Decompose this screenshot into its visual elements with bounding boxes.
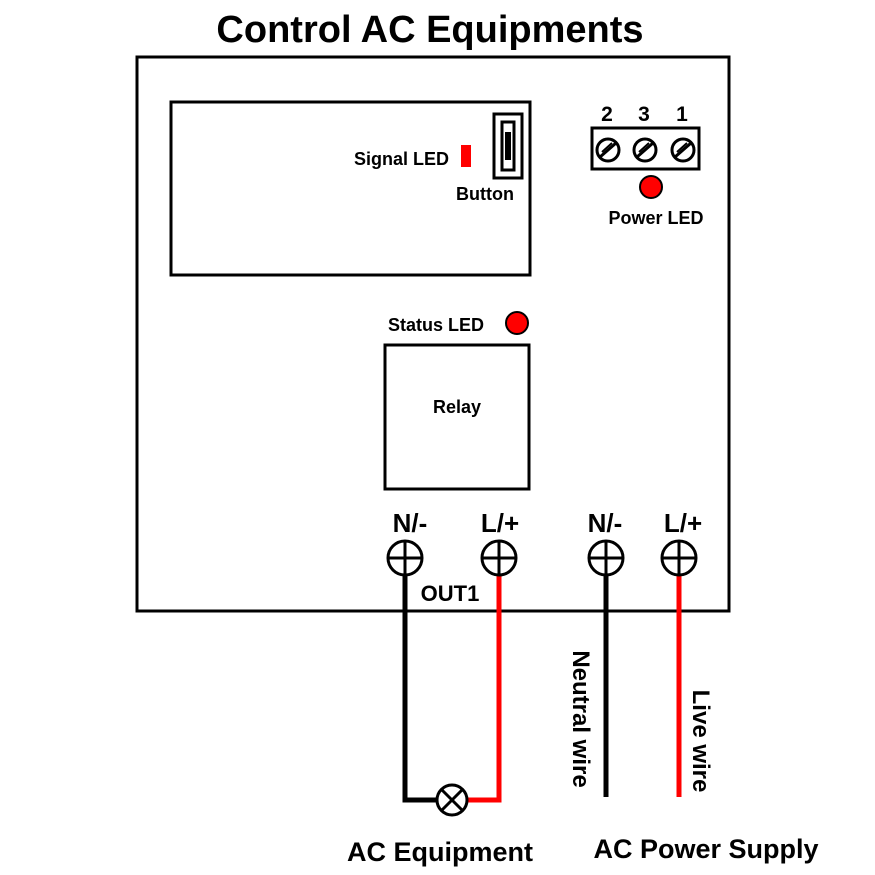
status-led [505,311,529,335]
output-neutral-label: N/- [393,508,428,538]
equipment-neutral-wire [402,566,437,803]
learn-button[interactable] [492,112,524,180]
diagram-title: Control AC Equipments [216,9,643,51]
live-wire-label: Live wire [687,690,714,793]
equipment-live-wire [467,566,502,803]
supply-neutral-label: N/- [588,508,623,538]
lamp-icon [435,783,469,817]
power-terminal-block [590,126,701,171]
status-led-label: Status LED [388,315,484,335]
signal-led-label: Signal LED [354,149,449,169]
controller-enclosure [135,55,731,613]
out1-label: OUT1 [421,581,480,606]
supply-live-terminal [660,539,698,577]
output-live-terminal [480,539,518,577]
ac-equipment-label: AC Equipment [347,837,533,867]
power-led [639,175,663,199]
supply-live-label: L/+ [664,508,702,538]
screw-terminal [670,137,696,163]
relay [383,343,531,491]
neutral-wire-label: Neutral wire [567,650,594,787]
receiver-module [169,100,532,277]
output-neutral-terminal [386,539,424,577]
signal-led [461,145,471,167]
terminal-number: 2 [601,103,613,126]
screw-terminal [632,137,658,163]
terminal-number: 1 [676,103,688,126]
screw-terminal [595,137,621,163]
power-led-label: Power LED [608,208,703,228]
output-live-label: L/+ [481,508,519,538]
ac-power-supply-label: AC Power Supply [593,834,818,864]
button-label: Button [456,184,514,204]
relay-label: Relay [433,397,481,417]
terminal-number: 3 [638,103,650,126]
supply-neutral-terminal [587,539,625,577]
